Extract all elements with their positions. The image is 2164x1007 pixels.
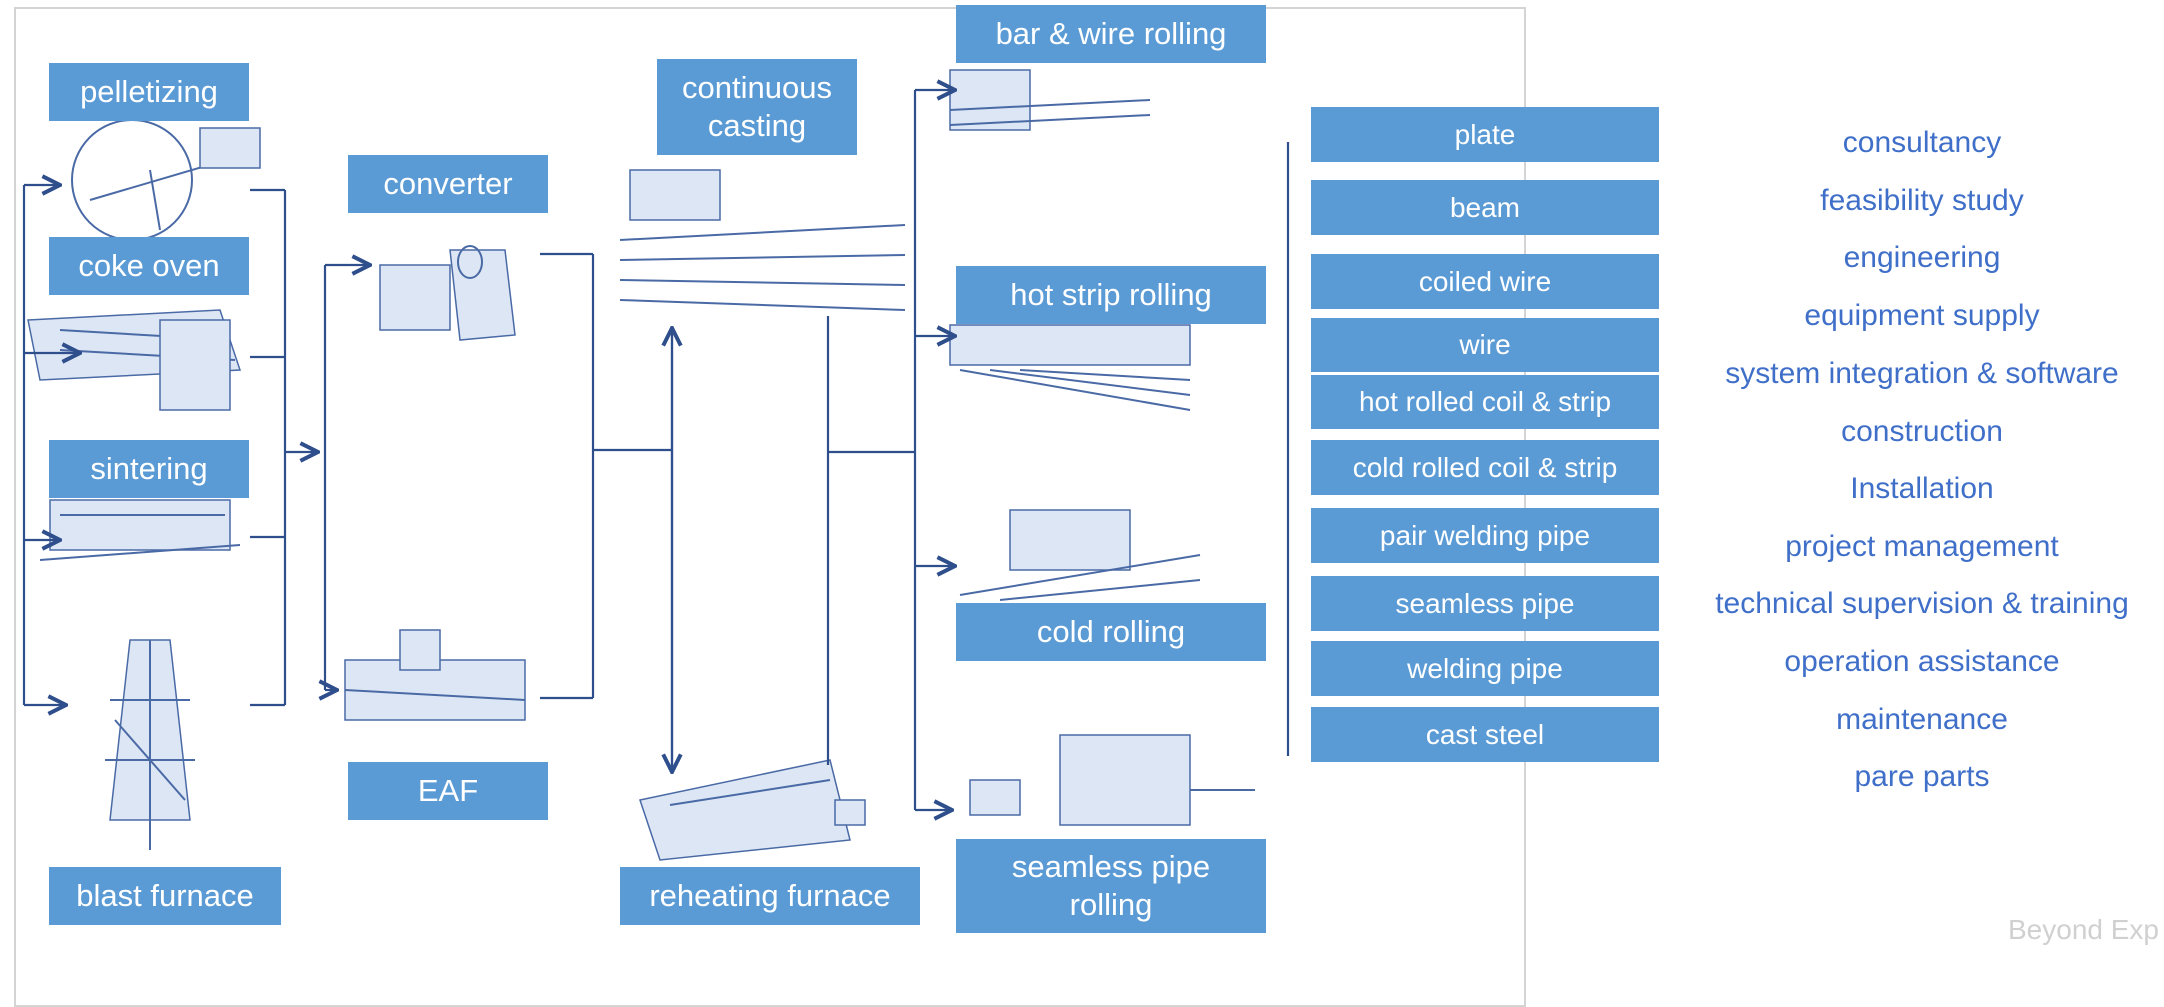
reheating-furnace-label: reheating furnace xyxy=(620,867,920,925)
service-maintenance: maintenance xyxy=(1836,703,2008,736)
service-system-integration: system integration & software xyxy=(1725,357,2119,390)
seamless-pipe-rolling-label: seamless pipe rolling xyxy=(956,839,1266,933)
sintering-label: sintering xyxy=(49,440,249,498)
service-engineering: engineering xyxy=(1843,241,2001,274)
pelletizing-illustration xyxy=(71,119,261,241)
bar-wire-illustration xyxy=(949,69,1151,131)
cold-rolling-label: cold rolling xyxy=(956,603,1266,661)
coke-oven-illustration xyxy=(27,309,242,411)
seamless-pipe-illustration xyxy=(969,734,1255,826)
product-hot-rolled-coil: hot rolled coil & strip xyxy=(1311,375,1659,429)
product-coiled-wire: coiled wire xyxy=(1311,254,1659,309)
reheating-furnace-illustration xyxy=(639,759,866,861)
service-installation: Installation xyxy=(1850,472,1994,505)
casting-illustration xyxy=(619,169,906,311)
blast-furnace-label: blast furnace xyxy=(49,867,281,925)
ironmaking-connector xyxy=(250,188,370,707)
eaf-illustration xyxy=(344,629,526,721)
product-pair-welding-pipe: pair welding pipe xyxy=(1311,508,1659,563)
coke-oven-label: coke oven xyxy=(49,237,249,295)
hot-strip-illustration xyxy=(949,324,1191,411)
product-cast-steel: cast steel xyxy=(1311,707,1659,762)
service-operation-assistance: operation assistance xyxy=(1784,645,2060,678)
converter-label: converter xyxy=(348,155,548,213)
service-equipment-supply: equipment supply xyxy=(1804,299,2040,332)
service-consultancy: consultancy xyxy=(1842,126,2002,159)
service-feasibility-study: feasibility study xyxy=(1820,184,2024,217)
service-project-management: project management xyxy=(1785,530,2059,563)
product-plate: plate xyxy=(1311,107,1659,162)
flow-diagram xyxy=(22,69,1290,861)
service-pare-parts: pare parts xyxy=(1854,760,1990,793)
service-construction: construction xyxy=(1841,415,2003,448)
product-welding-pipe: welding pipe xyxy=(1311,641,1659,696)
footer-text: Beyond Exp xyxy=(2008,914,2159,945)
product-seamless-pipe: seamless pipe xyxy=(1311,576,1659,631)
eaf-label: EAF xyxy=(348,762,548,820)
rolling-connector xyxy=(826,90,955,810)
raw-material-connector xyxy=(22,185,80,705)
converter-illustration xyxy=(379,245,516,341)
pelletizing-label: pelletizing xyxy=(49,63,249,121)
hot-strip-rolling-label: hot strip rolling xyxy=(956,266,1266,324)
blast-furnace-illustration xyxy=(105,639,195,850)
cold-rolling-illustration xyxy=(959,509,1201,601)
product-wire: wire xyxy=(1311,318,1659,372)
sintering-illustration xyxy=(39,499,241,561)
product-cold-rolled-coil: cold rolled coil & strip xyxy=(1311,440,1659,495)
bar-wire-rolling-label: bar & wire rolling xyxy=(956,5,1266,63)
continuous-casting-label: continuous casting xyxy=(657,59,857,155)
steelmaking-connector xyxy=(540,252,672,772)
service-technical-supervision: technical supervision & training xyxy=(1715,587,2129,620)
product-beam: beam xyxy=(1311,180,1659,235)
